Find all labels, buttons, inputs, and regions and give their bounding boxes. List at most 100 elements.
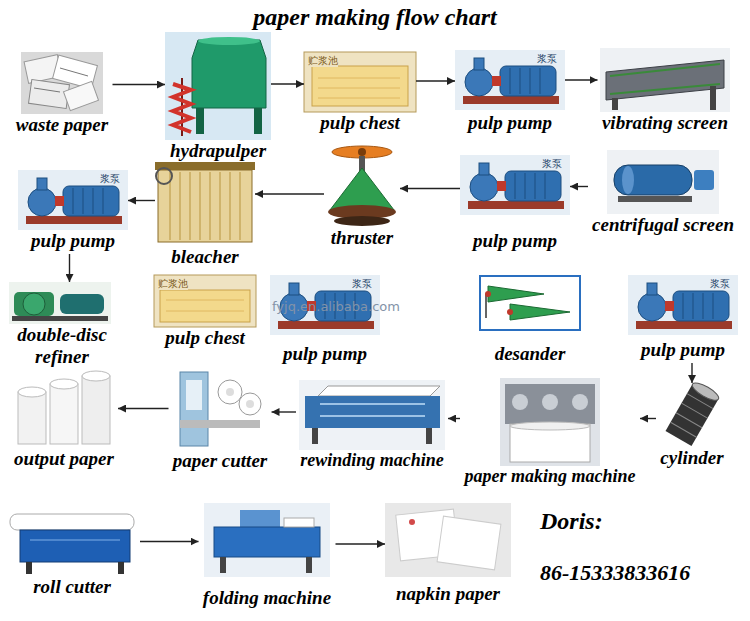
hydrapulper-illustration <box>165 32 271 140</box>
folding-machine-illustration <box>220 557 226 573</box>
pump-illustration <box>455 50 565 110</box>
rewinding-machine-illustration <box>305 396 440 428</box>
pulp-chest-illustration <box>318 78 400 79</box>
watermark: fyjq.en.alibaba.com <box>272 300 400 315</box>
pulp-chest-illustration <box>166 311 244 312</box>
machine-node: waste paper <box>12 52 113 138</box>
machine-label: pulp pump <box>283 343 367 365</box>
bleacher-illustration <box>155 162 255 170</box>
rewinding-machine-illustration <box>320 415 425 417</box>
machine-node: cylinder <box>656 383 728 471</box>
napkin-illustration <box>385 503 511 577</box>
flow-arrow <box>118 408 169 409</box>
machine-label: paper cutter <box>173 450 267 472</box>
chinese-tag: 浆泵 <box>710 278 730 290</box>
flow-arrow <box>416 80 455 81</box>
paper-rolls-illustration <box>18 392 46 444</box>
desander-illustration <box>480 276 580 330</box>
vibrating-screen-illustration <box>606 60 724 100</box>
napkin-illustration <box>409 519 415 525</box>
machine-label: centrifugal screen <box>592 214 734 236</box>
flow-arrow <box>640 418 656 419</box>
paper-rolls-illustration <box>18 387 46 397</box>
flow-arrow <box>128 200 155 201</box>
folding-machine-illustration <box>204 503 330 577</box>
vibrating-screen-illustration <box>600 48 730 112</box>
roll-cutter-illustration <box>20 530 130 562</box>
desander-illustration <box>510 304 570 320</box>
chinese-tag: 浆泵 <box>352 278 372 290</box>
contact-name: Doris: <box>540 508 603 536</box>
flow-arrow <box>691 363 692 383</box>
folding-machine-illustration <box>204 503 330 577</box>
rewinding-machine-illustration <box>312 428 318 444</box>
desander-illustration <box>485 294 487 318</box>
hydrapulper-illustration <box>198 37 260 45</box>
cylinder-illustration <box>666 380 721 446</box>
hydrapulper-illustration <box>196 108 204 134</box>
roll-cutter-illustration <box>30 540 120 541</box>
machine-label: cylinder <box>660 447 723 469</box>
flow-arrow <box>255 193 324 194</box>
centrifugal-screen-illustration <box>607 150 719 214</box>
bleacher-illustration <box>210 172 211 240</box>
roll-cutter-illustration <box>10 514 134 530</box>
chart-title: paper making flow chart <box>0 4 750 31</box>
contact-phone: 86-15333833616 <box>540 560 690 585</box>
paper-rolls-illustration <box>18 371 110 444</box>
pulp-chest-illustration <box>160 290 250 322</box>
thruster-illustration <box>328 146 396 226</box>
machine-label: hydrapulper <box>170 140 266 162</box>
flow-arrow <box>140 541 199 542</box>
folding-machine-illustration <box>214 527 320 557</box>
machine-label: vibrating screen <box>602 112 728 134</box>
bleacher-illustration <box>200 172 201 240</box>
machine-label: rewinding machine <box>300 450 444 471</box>
paper-rolls-illustration <box>50 384 78 444</box>
rewinding-machine-illustration <box>318 386 440 396</box>
machine-node: double-disc refiner <box>3 282 121 370</box>
flow-arrow <box>69 254 70 282</box>
machine-label: pulp pump <box>468 112 552 134</box>
chinese-tag: 贮浆池 <box>158 278 188 290</box>
vibrating-screen-illustration <box>600 48 730 112</box>
thruster-illustration <box>334 216 390 226</box>
bleacher-illustration <box>240 172 241 240</box>
rewinding-machine-illustration <box>299 380 445 450</box>
rewinding-machine-illustration <box>320 403 425 405</box>
thruster-illustration <box>358 148 366 156</box>
refiner-illustration <box>9 282 111 324</box>
paper-machine-illustration <box>512 394 528 410</box>
machine-label: waste paper <box>16 114 108 136</box>
desander-illustration <box>485 291 491 297</box>
machine-node: desander <box>479 273 581 367</box>
roll-cutter-illustration <box>118 562 124 574</box>
paper-cutter-illustration <box>180 372 261 446</box>
machine-label: bleacher <box>171 246 239 268</box>
machine-node: paper cutter <box>169 368 272 474</box>
paper-machine-illustration <box>500 378 600 466</box>
waste-paper-pile <box>21 52 103 114</box>
bleacher-illustration <box>158 170 252 242</box>
folding-machine-illustration <box>284 518 314 527</box>
vibrating-screen-illustration <box>610 64 720 76</box>
hydrapulper-illustration <box>192 40 266 108</box>
napkin-illustration <box>437 516 501 570</box>
roll-cutter-illustration <box>26 562 32 574</box>
flow-arrow <box>448 418 460 419</box>
waste-paper-pile <box>21 52 103 114</box>
paper-cutter-illustration <box>246 400 254 408</box>
bleacher-illustration <box>156 168 172 184</box>
machine-label: thruster <box>331 227 393 249</box>
machine-label: pulp pump <box>641 339 725 361</box>
bleacher-illustration <box>155 162 255 242</box>
centrifugal-screen-illustration <box>622 166 634 194</box>
paper-rolls-illustration <box>82 371 110 381</box>
napkin-illustration <box>385 503 511 577</box>
desander-illustration <box>507 309 513 315</box>
machine-node: bleacher <box>155 158 255 270</box>
flow-arrow <box>271 83 304 84</box>
machine-label: pulp pump <box>31 230 115 252</box>
rewinding-machine-illustration <box>299 380 445 450</box>
